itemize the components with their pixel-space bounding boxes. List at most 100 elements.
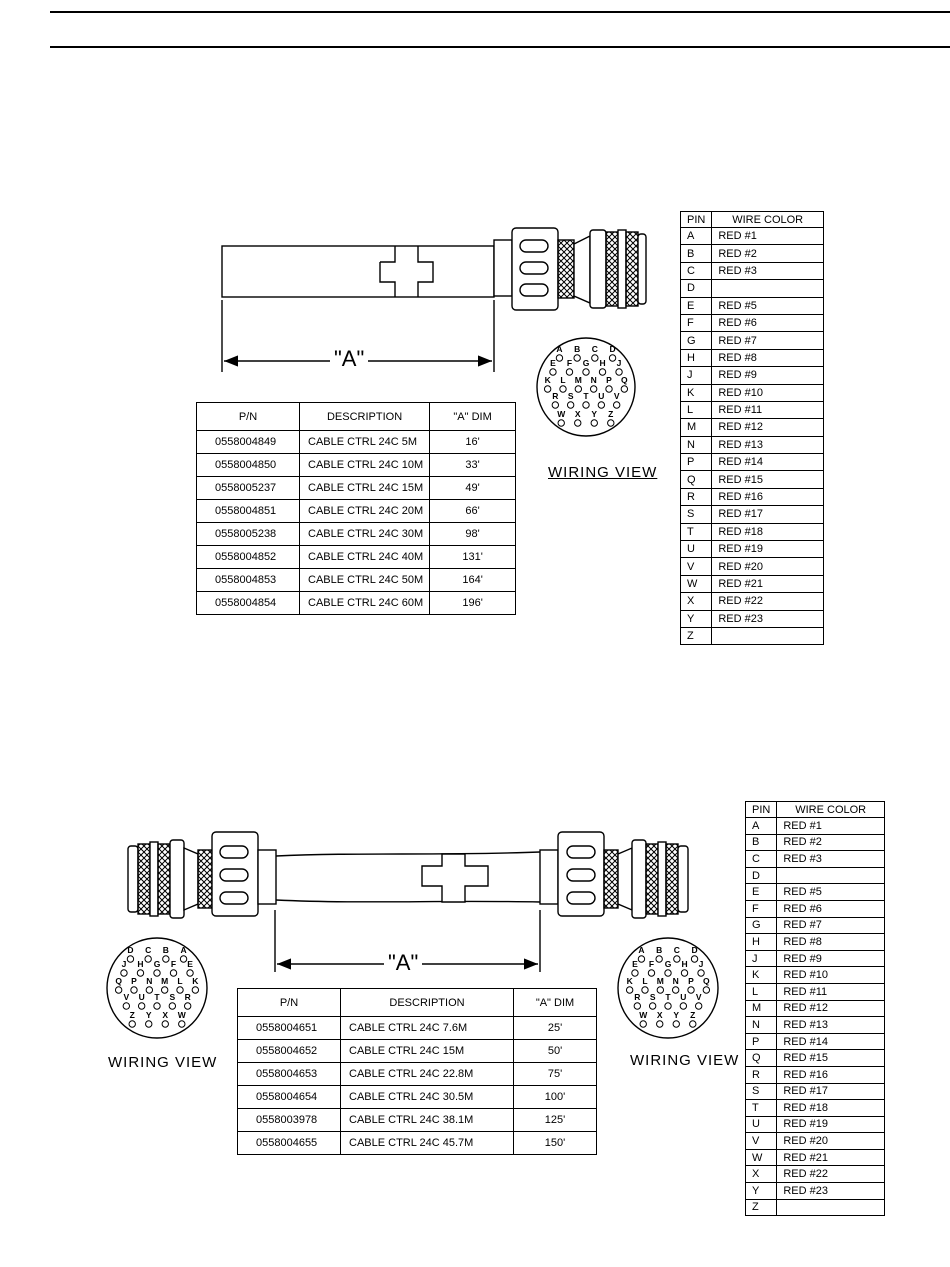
wire-color-cell: RED #23 xyxy=(776,1182,885,1200)
pin-socket xyxy=(574,419,582,427)
header-a-dim: "A" DIM xyxy=(513,988,597,1017)
pin-socket xyxy=(648,1002,657,1010)
wire-color-cell: RED #20 xyxy=(711,557,824,576)
table-header-row: P/N DESCRIPTION "A" DIM xyxy=(237,988,597,1017)
wire-color-cell: RED #15 xyxy=(711,470,824,489)
pin-socket xyxy=(598,368,607,376)
pin-label: J xyxy=(122,959,127,969)
pin-cell: P xyxy=(744,1032,778,1051)
pin-socket xyxy=(176,986,184,994)
pin-socket xyxy=(169,969,178,977)
bottom-dim-label: "A" xyxy=(384,950,423,976)
pin-cell: B xyxy=(744,833,778,852)
pin-socket xyxy=(160,986,169,994)
pin-label: M xyxy=(161,976,168,986)
pin-socket xyxy=(120,969,128,977)
pin-label: E xyxy=(550,358,556,368)
description-cell: CABLE CTRL 24C 15M xyxy=(340,1039,514,1063)
pin-socket xyxy=(615,368,623,376)
pin-socket xyxy=(555,354,564,362)
pin-label: F xyxy=(171,959,176,969)
pin-socket xyxy=(689,1020,697,1028)
pin-cell: D xyxy=(744,866,778,885)
pin-socket xyxy=(145,986,154,994)
pin-label: D xyxy=(127,945,133,955)
pin-label: Q xyxy=(703,976,710,986)
pin-label: K xyxy=(627,976,634,986)
wire-color-cell: RED #18 xyxy=(776,1099,885,1117)
pin-label: G xyxy=(583,358,590,368)
a-dim-cell: 150' xyxy=(513,1131,597,1155)
pin-label: N xyxy=(146,976,152,986)
a-dim-cell: 196' xyxy=(429,591,516,615)
pin-cell: G xyxy=(744,916,778,935)
pin-socket xyxy=(620,385,629,393)
description-cell: CABLE CTRL 24C 30M xyxy=(298,522,431,546)
pin-socket xyxy=(680,969,689,977)
pin-socket xyxy=(128,1020,136,1028)
pin-label: A xyxy=(638,945,644,955)
pin-socket xyxy=(697,969,705,977)
header-pin: PIN xyxy=(744,801,778,818)
header-description: DESCRIPTION xyxy=(298,402,431,431)
part-number-cell: 0558004849 xyxy=(196,430,300,454)
description-cell: CABLE CTRL 24C 7.6M xyxy=(340,1016,514,1040)
wire-color-cell: RED #16 xyxy=(776,1065,885,1084)
pin-socket xyxy=(161,1020,169,1028)
wire-color-cell: RED #3 xyxy=(711,261,824,281)
pin-label: Y xyxy=(591,409,597,419)
part-number-cell: 0558004851 xyxy=(196,499,300,523)
wire-color-cell: RED #19 xyxy=(776,1115,885,1134)
pin-socket xyxy=(664,969,672,977)
part-number-cell: 0558004852 xyxy=(196,545,300,569)
pin-label: L xyxy=(560,375,565,385)
pin-socket xyxy=(566,401,575,409)
top-rule xyxy=(50,11,950,13)
pin-cell: K xyxy=(744,966,778,984)
pin-cell: X xyxy=(744,1165,778,1184)
pin-label: Z xyxy=(690,1010,695,1020)
pin-socket xyxy=(608,354,617,362)
a-dim-cell: 125' xyxy=(513,1108,597,1132)
pin-socket xyxy=(590,419,598,427)
pin-socket xyxy=(145,1020,153,1028)
description-cell: CABLE CTRL 24C 50M xyxy=(298,568,431,592)
pin-socket xyxy=(573,354,581,362)
wire-color-cell: RED #7 xyxy=(711,331,824,350)
pin-socket xyxy=(605,385,613,393)
pin-label: B xyxy=(574,344,580,354)
pin-label: X xyxy=(162,1010,168,1020)
pin-socket xyxy=(179,955,188,963)
pin-cell: Q xyxy=(744,1049,778,1067)
pin-cell: A xyxy=(744,817,778,835)
pin-label: Q xyxy=(621,375,628,385)
wire-color-cell: RED #18 xyxy=(711,522,824,542)
pin-label: H xyxy=(137,959,143,969)
pin-label: A xyxy=(180,945,186,955)
bottom-left-wiring-view-label: WIRING VIEW xyxy=(108,1054,218,1071)
wire-color-cell xyxy=(776,1198,885,1217)
pin-label: V xyxy=(123,992,129,1002)
pin-cell: Q xyxy=(679,470,713,489)
pin-socket xyxy=(136,969,145,977)
a-dim-cell: 50' xyxy=(513,1039,597,1063)
wire-color-cell: RED #23 xyxy=(711,609,824,628)
